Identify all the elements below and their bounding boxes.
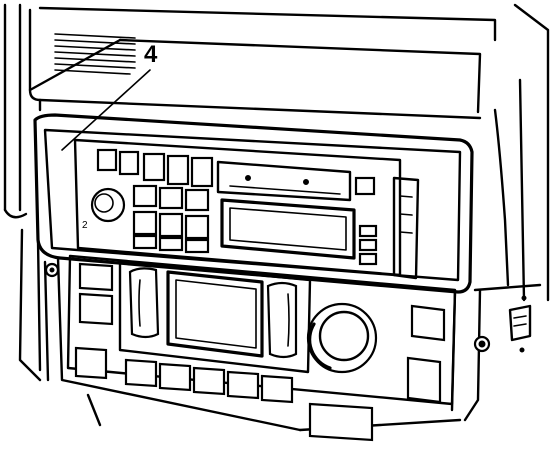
grid-button-c3[interactable] (184, 238, 210, 254)
grid-button-b3[interactable] (184, 214, 210, 240)
radio-bezel (33, 113, 474, 294)
climate-bottom-button-2[interactable] (158, 362, 192, 392)
temperature-rocker-left[interactable] (128, 267, 160, 339)
climate-right-button-2[interactable] (406, 356, 442, 404)
svg-text:2: 2 (82, 220, 88, 231)
grid-button-b1[interactable] (132, 210, 158, 236)
climate-bottom-button-5[interactable] (260, 374, 294, 404)
console-frame (18, 228, 491, 432)
preset-button-5[interactable] (190, 156, 214, 188)
volume-knob-icon[interactable] (90, 187, 126, 223)
climate-bottom-button-1[interactable] (124, 358, 158, 388)
callout-leader-line (61, 69, 151, 151)
climate-right-button-1[interactable] (410, 304, 446, 342)
mounting-bracket (508, 295, 532, 353)
radio-face: 2 (73, 138, 420, 280)
preset-button-1[interactable] (96, 148, 118, 172)
radio-display (220, 198, 356, 260)
eject-button[interactable] (354, 176, 376, 196)
grid-button-b2[interactable] (158, 212, 184, 238)
climate-bottom-button-6[interactable] (308, 402, 374, 442)
climate-display (166, 270, 264, 358)
grid-button-a3[interactable] (184, 188, 210, 212)
side-button-1[interactable] (358, 224, 378, 238)
climate-left-button-2[interactable] (78, 292, 114, 326)
preset-button-2[interactable] (118, 150, 140, 176)
grid-button-a2[interactable] (158, 186, 184, 210)
upper-dash-panel (3, 3, 497, 219)
air-vent-grille (54, 33, 136, 75)
cassette-door[interactable] (216, 160, 352, 202)
preset-button-4[interactable] (166, 154, 190, 186)
preset-button-3[interactable] (142, 152, 166, 182)
temperature-rocker-right[interactable] (266, 281, 298, 359)
climate-bottom-button-4[interactable] (226, 370, 260, 400)
grid-button-c2[interactable] (158, 236, 184, 252)
climate-left-button-3[interactable] (74, 346, 108, 380)
right-side-trim (473, 3, 550, 302)
climate-left-button-1[interactable] (78, 262, 114, 292)
grid-button-c1[interactable] (132, 234, 158, 250)
side-button-2[interactable] (358, 238, 378, 252)
callout-label-4: 4 (144, 41, 158, 68)
climate-control-panel (66, 254, 457, 442)
grid-button-a1[interactable] (132, 184, 158, 208)
climate-bottom-button-3[interactable] (192, 366, 226, 396)
side-button-3[interactable] (358, 252, 378, 266)
